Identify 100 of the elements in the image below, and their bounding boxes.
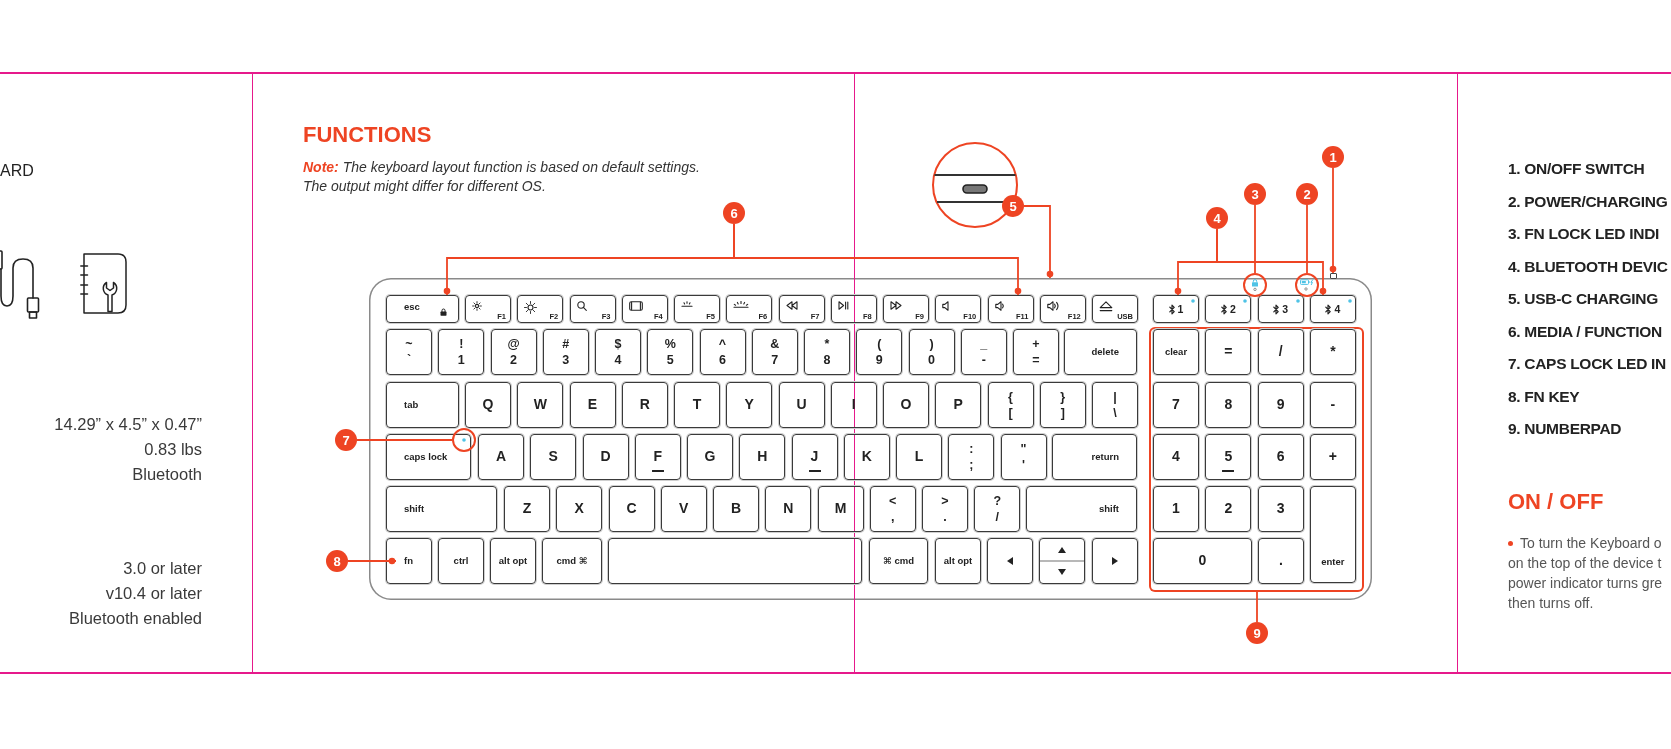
key [386,382,459,428]
key [556,486,603,532]
leader-line [347,557,397,565]
key-label: V [679,501,689,517]
key-label: alt opt [498,555,528,567]
part-list-item: 4. BLUETOOTH DEVIC [1508,256,1668,277]
key [386,329,432,375]
key-label: : [969,441,974,457]
key-label: 7 [1172,397,1180,413]
part-list-item: 3. FN LOCK LED INDI [1508,224,1660,244]
key [386,538,432,584]
key [569,295,616,323]
spec-value: 14.29” x 4.5” x 0.47” [54,415,202,433]
power-switch [1329,273,1337,279]
key-label: 6 [1276,449,1285,465]
key-label: R [639,397,650,413]
key-label: ~ [405,336,413,352]
key [778,382,825,428]
key [1039,538,1086,584]
key [542,329,589,375]
key-label: \ [1113,405,1117,421]
key-label: 8 [1224,397,1233,413]
spec-value: Bluetooth [132,465,202,483]
key-label: shift [1098,503,1119,515]
key [1257,434,1304,480]
key-label: C [626,501,637,517]
leader-line [1216,228,1327,296]
key [1092,382,1138,428]
key-label: / [995,509,999,525]
instruction-text: power indicator turns gre [1508,574,1663,592]
key [1000,434,1047,480]
key [1205,434,1252,480]
key-label: A [495,449,507,465]
key [608,486,655,532]
key-label: | [1113,389,1117,405]
key [869,538,928,584]
key-label: T [692,397,702,413]
key [1153,329,1199,375]
key-label: 0 [1198,553,1207,569]
key [517,295,564,323]
key-label: H [757,449,768,465]
key-label: & [770,336,780,352]
key [1064,329,1137,375]
key [974,486,1021,532]
key-label: + [1328,449,1337,465]
key-label: tab [404,399,419,411]
key-label: ctrl [453,555,469,567]
key [465,295,511,323]
callout-number: 1 [1322,146,1344,168]
key [908,329,955,375]
key [490,538,536,584]
key [922,486,968,532]
key [1092,295,1138,323]
key-label: J [810,449,819,465]
key-label: ^ [718,336,727,352]
key [1205,329,1252,375]
key [1257,486,1304,532]
key [1309,382,1356,428]
leader-line [1254,204,1256,274]
key-label: Q [482,397,494,413]
key-label: 9 [875,352,883,368]
part-list-item: 1. ON/OFF SWITCH [1508,159,1645,179]
callout-number: 4 [1206,207,1228,229]
key-label: ) [929,336,934,352]
item-label: ARD [0,162,34,180]
key-label: ! [459,336,464,352]
key [582,434,629,480]
highlight-ring [452,428,476,452]
leader-line [733,223,1022,296]
key-label: ( [877,336,882,352]
key-label: 4 [1334,303,1341,315]
key [817,486,864,532]
key-label: P [953,397,963,413]
key-label: O [900,397,912,413]
part-list-item: 7. CAPS LOCK LED IN [1508,354,1666,374]
key [739,434,786,480]
key-label: 8 [823,352,831,368]
key-label: 2 [510,352,517,368]
key-label: > [941,493,949,509]
key [1153,538,1252,584]
key-label: 9 [1276,397,1285,413]
numpad-outline [1149,327,1364,592]
key-label: 1 [1172,501,1180,517]
key [935,295,982,323]
key [1026,486,1137,532]
key-label: - [981,352,986,368]
key [621,295,668,323]
key [621,382,668,428]
key-label: # [562,336,570,352]
leader-line [1023,205,1054,279]
key [896,434,942,480]
key [386,486,497,532]
key-label: @ [507,336,520,352]
key [1257,295,1304,323]
key [778,295,825,323]
key-label: Z [522,501,532,517]
key [791,434,838,480]
key [713,486,759,532]
key-label: . [1279,553,1283,569]
key [987,382,1034,428]
